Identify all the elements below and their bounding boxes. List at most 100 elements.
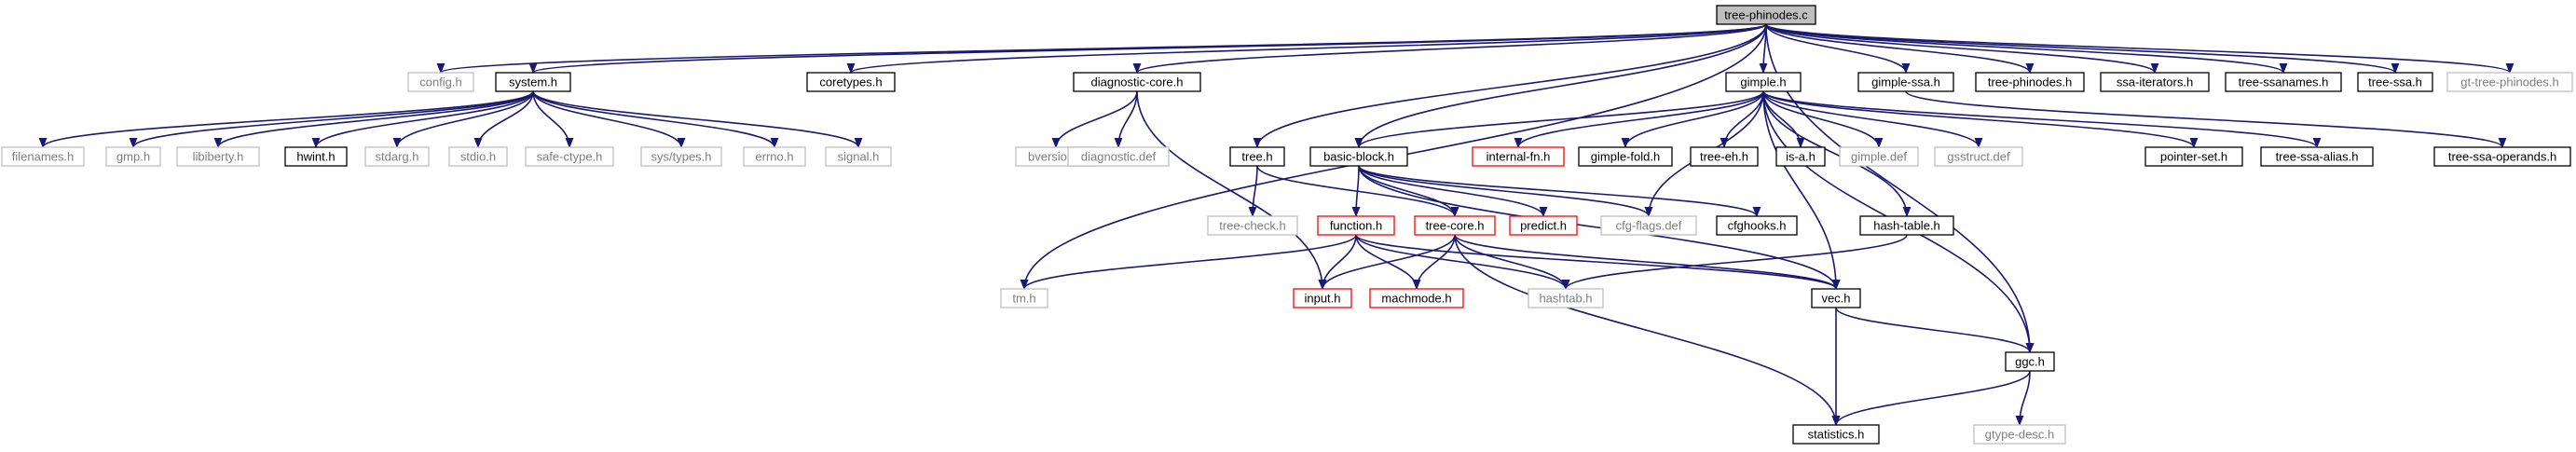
node-config-h[interactable]: config.h: [407, 72, 474, 92]
node-label: gimple.h: [1740, 75, 1786, 89]
node-label: pointer-set.h: [2160, 150, 2227, 164]
node-tree-phinodes-c: tree-phinodes.c: [1716, 5, 1816, 25]
node-internal-fn-h[interactable]: internal-fn.h: [1472, 146, 1565, 167]
node-stdarg-h[interactable]: stdarg.h: [364, 146, 430, 167]
node-box: [806, 72, 896, 92]
node-gtype-desc-h[interactable]: gtype-desc.h: [1973, 424, 2066, 445]
edge-vec-h-to-ggc-h: [1835, 307, 2035, 354]
node-label: gtype-desc.h: [1985, 428, 2054, 442]
node-hashtab-h[interactable]: hashtab.h: [1528, 288, 1604, 308]
node-tree-ssa-h[interactable]: tree-ssa.h: [2357, 72, 2433, 92]
node-safe-ctype-h[interactable]: safe-ctype.h: [525, 146, 614, 167]
node-cfg-flags-def[interactable]: cfg-flags.def: [1600, 215, 1697, 236]
node-ggc-h[interactable]: ggc.h: [2005, 351, 2055, 372]
node-box: [1839, 146, 1919, 167]
edge-system-h-to-sys-types-h: [532, 90, 686, 149]
node-label: cfghooks.h: [1728, 219, 1787, 233]
edge-system-h-to-libiberty-h: [213, 90, 534, 149]
node-diagnostic-core-h[interactable]: diagnostic-core.h: [1073, 72, 1201, 92]
node-box: [1509, 215, 1578, 236]
node-tree-eh-h[interactable]: tree-eh.h: [1690, 146, 1759, 167]
node-input-h[interactable]: input.h: [1293, 288, 1352, 308]
node-function-h[interactable]: function.h: [1317, 215, 1395, 236]
edge-hash-table-h-to-hashtab-h: [1561, 234, 1908, 291]
node-label: stdarg.h: [376, 150, 419, 164]
edge-tree-phinodes-c-to-diagnostic-core-h: [1132, 23, 1767, 75]
node-tree-core-h[interactable]: tree-core.h: [1414, 215, 1496, 236]
edge-gimple-h-to-internal-fn-h: [1514, 90, 1764, 149]
edge-basic-block-h-to-function-h: [1351, 165, 1361, 218]
node-box: [1073, 72, 1201, 92]
edge-diagnostic-core-h-to-input-h: [1136, 90, 1327, 291]
edge-gimple-h-to-tree-ssa-alias-h: [1762, 90, 2322, 149]
node-machmode-h[interactable]: machmode.h: [1369, 288, 1464, 308]
node-libiberty-h[interactable]: libiberty.h: [176, 146, 260, 167]
node-is-a-h[interactable]: is-a.h: [1775, 146, 1826, 167]
node-label: gimple-fold.h: [1591, 150, 1660, 164]
node-box: [1600, 215, 1697, 236]
node-box: [1775, 146, 1826, 167]
node-diagnostic-def[interactable]: diagnostic.def: [1067, 146, 1170, 167]
node-box: [825, 146, 892, 167]
node-gimple-def[interactable]: gimple.def: [1839, 146, 1919, 167]
node-gsstruct-def[interactable]: gsstruct.def: [1934, 146, 2023, 167]
node-stdio-h[interactable]: stdio.h: [448, 146, 508, 167]
node-filenames-h[interactable]: filenames.h: [1, 146, 85, 167]
node-label: config.h: [419, 75, 462, 89]
node-box: [1472, 146, 1565, 167]
edge-system-h-to-gmp-h: [129, 90, 534, 149]
node-label: gmp.h: [116, 150, 150, 164]
node-predict-h[interactable]: predict.h: [1509, 215, 1578, 236]
node-hwint-h[interactable]: hwint.h: [284, 146, 348, 167]
node-box: [1067, 146, 1170, 167]
node-cfghooks-h[interactable]: cfghooks.h: [1716, 215, 1798, 236]
node-gt-tree-phinodes-h[interactable]: gt-tree-phinodes.h: [2446, 72, 2573, 92]
node-gmp-h[interactable]: gmp.h: [105, 146, 161, 167]
node-label: statistics.h: [1808, 428, 1865, 442]
node-tree-phinodes-h[interactable]: tree-phinodes.h: [1975, 72, 2085, 92]
edge-tree-phinodes-c-to-gt-tree-phinodes-h: [1765, 23, 2514, 75]
node-label: filenames.h: [12, 150, 74, 164]
node-box: [1973, 424, 2066, 445]
edge-tree-h-to-tree-core-h: [1256, 165, 1459, 218]
node-tree-ssa-alias-h[interactable]: tree-ssa-alias.h: [2260, 146, 2374, 167]
node-label: cfg-flags.def: [1616, 219, 1682, 233]
edge-tree-phinodes-c-to-basic-block-h: [1354, 23, 1767, 149]
edge-system-h-to-safe-ctype-h: [532, 90, 574, 149]
node-gimple-fold-h[interactable]: gimple-fold.h: [1578, 146, 1673, 167]
node-basic-block-h[interactable]: basic-block.h: [1309, 146, 1408, 167]
node-sys-types-h[interactable]: sys/types.h: [640, 146, 722, 167]
node-box: [1309, 146, 1408, 167]
edge-tree-phinodes-c-to-ssa-iterators-h: [1765, 23, 2159, 75]
node-statistics-h[interactable]: statistics.h: [1792, 424, 1880, 445]
edge-tree-phinodes-c-to-gimple-ssa-h: [1765, 23, 1911, 75]
node-tree-ssa-operands-h[interactable]: tree-ssa-operands.h: [2433, 146, 2571, 167]
node-tree-ssanames-h[interactable]: tree-ssanames.h: [2225, 72, 2342, 92]
node-label: system.h: [509, 75, 557, 89]
node-box: [640, 146, 722, 167]
node-tm-h[interactable]: tm.h: [1000, 288, 1048, 308]
node-box: [525, 146, 614, 167]
node-label: vec.h: [1821, 292, 1850, 306]
edge-tree-core-h-to-machmode-h: [1412, 234, 1456, 291]
node-system-h[interactable]: system.h: [495, 72, 571, 92]
edge-tree-phinodes-c-to-tree-ssanames-h: [1765, 23, 2288, 75]
node-vec-h[interactable]: vec.h: [1811, 288, 1861, 308]
node-label: stdio.h: [460, 150, 496, 164]
node-hash-table-h[interactable]: hash-table.h: [1859, 215, 1954, 236]
node-gimple-ssa-h[interactable]: gimple-ssa.h: [1857, 72, 1954, 92]
node-gimple-h[interactable]: gimple.h: [1725, 72, 1802, 92]
node-signal-h[interactable]: signal.h: [825, 146, 892, 167]
edge-gimple-h-to-pointer-set-h: [1762, 90, 2199, 149]
node-ssa-iterators-h[interactable]: ssa-iterators.h: [2100, 72, 2210, 92]
node-tree-h[interactable]: tree.h: [1229, 146, 1285, 167]
edge-tree-phinodes-c-to-tree-phinodes-h: [1765, 23, 2035, 75]
edge-gimple-h-to-gimple-def: [1762, 90, 1884, 149]
node-pointer-set-h[interactable]: pointer-set.h: [2144, 146, 2243, 167]
edge-tree-core-h-to-hashtab-h: [1454, 234, 1570, 291]
node-coretypes-h[interactable]: coretypes.h: [806, 72, 896, 92]
node-tree-check-h[interactable]: tree-check.h: [1207, 215, 1298, 236]
nodes-layer: tree-phinodes.c config.h system.h coretypes…: [1, 5, 2573, 445]
node-errno-h[interactable]: errno.h: [743, 146, 806, 167]
